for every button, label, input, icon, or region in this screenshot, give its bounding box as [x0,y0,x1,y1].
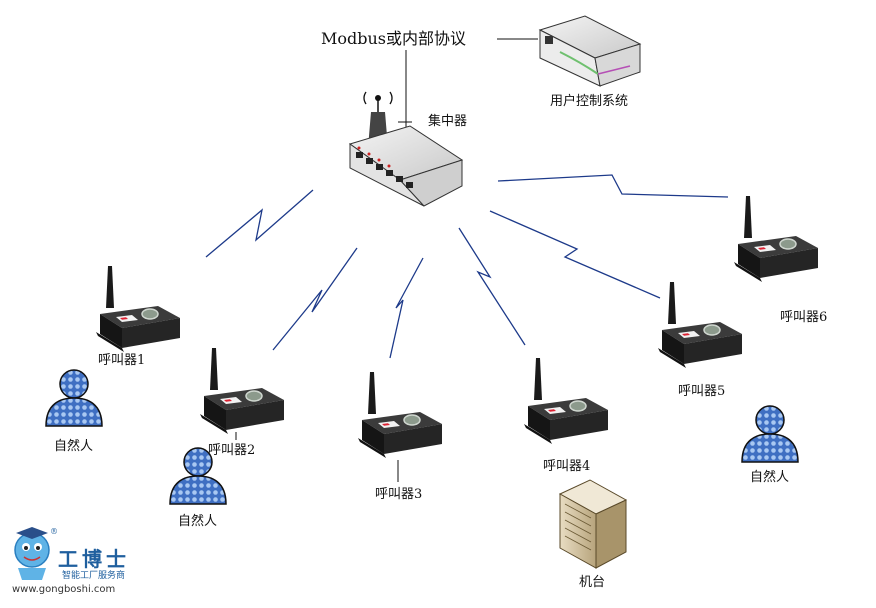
wireless-link-2 [272,247,358,351]
person-label-2: 自然人 [178,514,218,529]
user-control-system-label: 用户控制系统 [550,94,629,109]
concentrator-label: 集中器 [428,114,468,129]
caller-device-6-icon [733,195,819,283]
caller-label-6: 呼叫器6 [780,310,828,325]
caller-device-2-icon [199,347,285,435]
wireless-link-1 [205,189,314,258]
wireless-link-4 [458,227,526,346]
caller-device-4-icon [523,357,609,445]
brand-registered-mark: ® [50,527,58,536]
caller-label-2: 呼叫器2 [208,443,256,458]
caller-device-1-icon [95,265,181,353]
brand-url: www.gongboshi.com [12,584,116,595]
concentrator-icon [348,91,464,207]
caller-label-5: 呼叫器5 [678,384,726,399]
brand-slogan: 智能工厂服务商 [62,571,126,581]
machine-rack-icon [558,479,628,569]
person-icon-3 [741,405,799,463]
person-icon-1 [45,369,103,427]
machine-label: 机台 [579,575,606,590]
wireless-link-3 [389,257,424,359]
brand-mascot-icon [14,527,50,580]
caller-device-3-icon [357,371,443,459]
caller-label-4: 呼叫器4 [543,459,591,474]
wireless-links [205,174,729,359]
person-label-1: 自然人 [54,439,94,454]
protocol-label: Modbus或内部协议 [321,29,467,48]
user-control-system-icon [538,15,642,87]
wireless-link-6 [497,174,729,198]
caller-label-1: 呼叫器1 [98,353,146,368]
wireless-link-5 [489,210,661,299]
brand-name: 工博士 [58,547,130,571]
caller-device-5-icon [657,281,743,369]
caller-label-3: 呼叫器3 [375,487,423,502]
person-label-3: 自然人 [750,470,790,485]
